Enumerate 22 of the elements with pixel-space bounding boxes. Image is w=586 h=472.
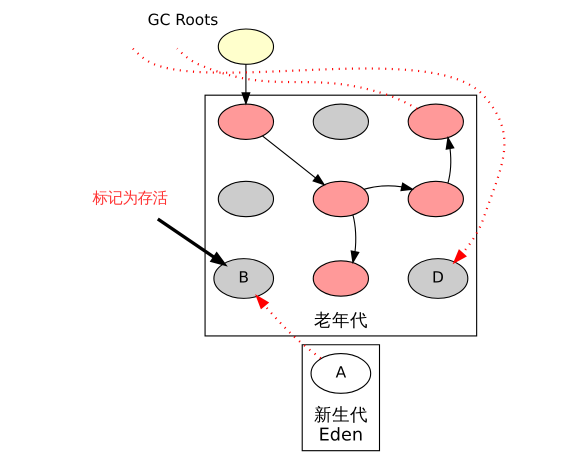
node-ellipse	[218, 180, 274, 218]
node-ellipse	[218, 28, 274, 65]
node-ellipse	[408, 180, 464, 218]
connector	[176, 48, 418, 110]
node-ellipse	[312, 180, 370, 218]
arrow	[446, 136, 455, 184]
node-text: 标记为存活	[92, 189, 168, 208]
arrow	[241, 64, 251, 106]
arrow	[364, 182, 414, 192]
node-ellipse	[218, 104, 274, 140]
node-ellipse: A	[310, 353, 372, 394]
node-ellipse	[312, 260, 370, 297]
node-ellipse: B	[213, 258, 274, 299]
node-ellipse: D	[408, 258, 468, 299]
arrow	[350, 214, 360, 264]
arrow	[255, 294, 322, 360]
node-ellipse	[408, 104, 464, 140]
arrow	[132, 48, 506, 264]
node-label: GC Roots	[148, 10, 218, 29]
node-ellipse	[312, 104, 370, 140]
arrow	[262, 135, 326, 186]
arrow	[156, 218, 228, 267]
